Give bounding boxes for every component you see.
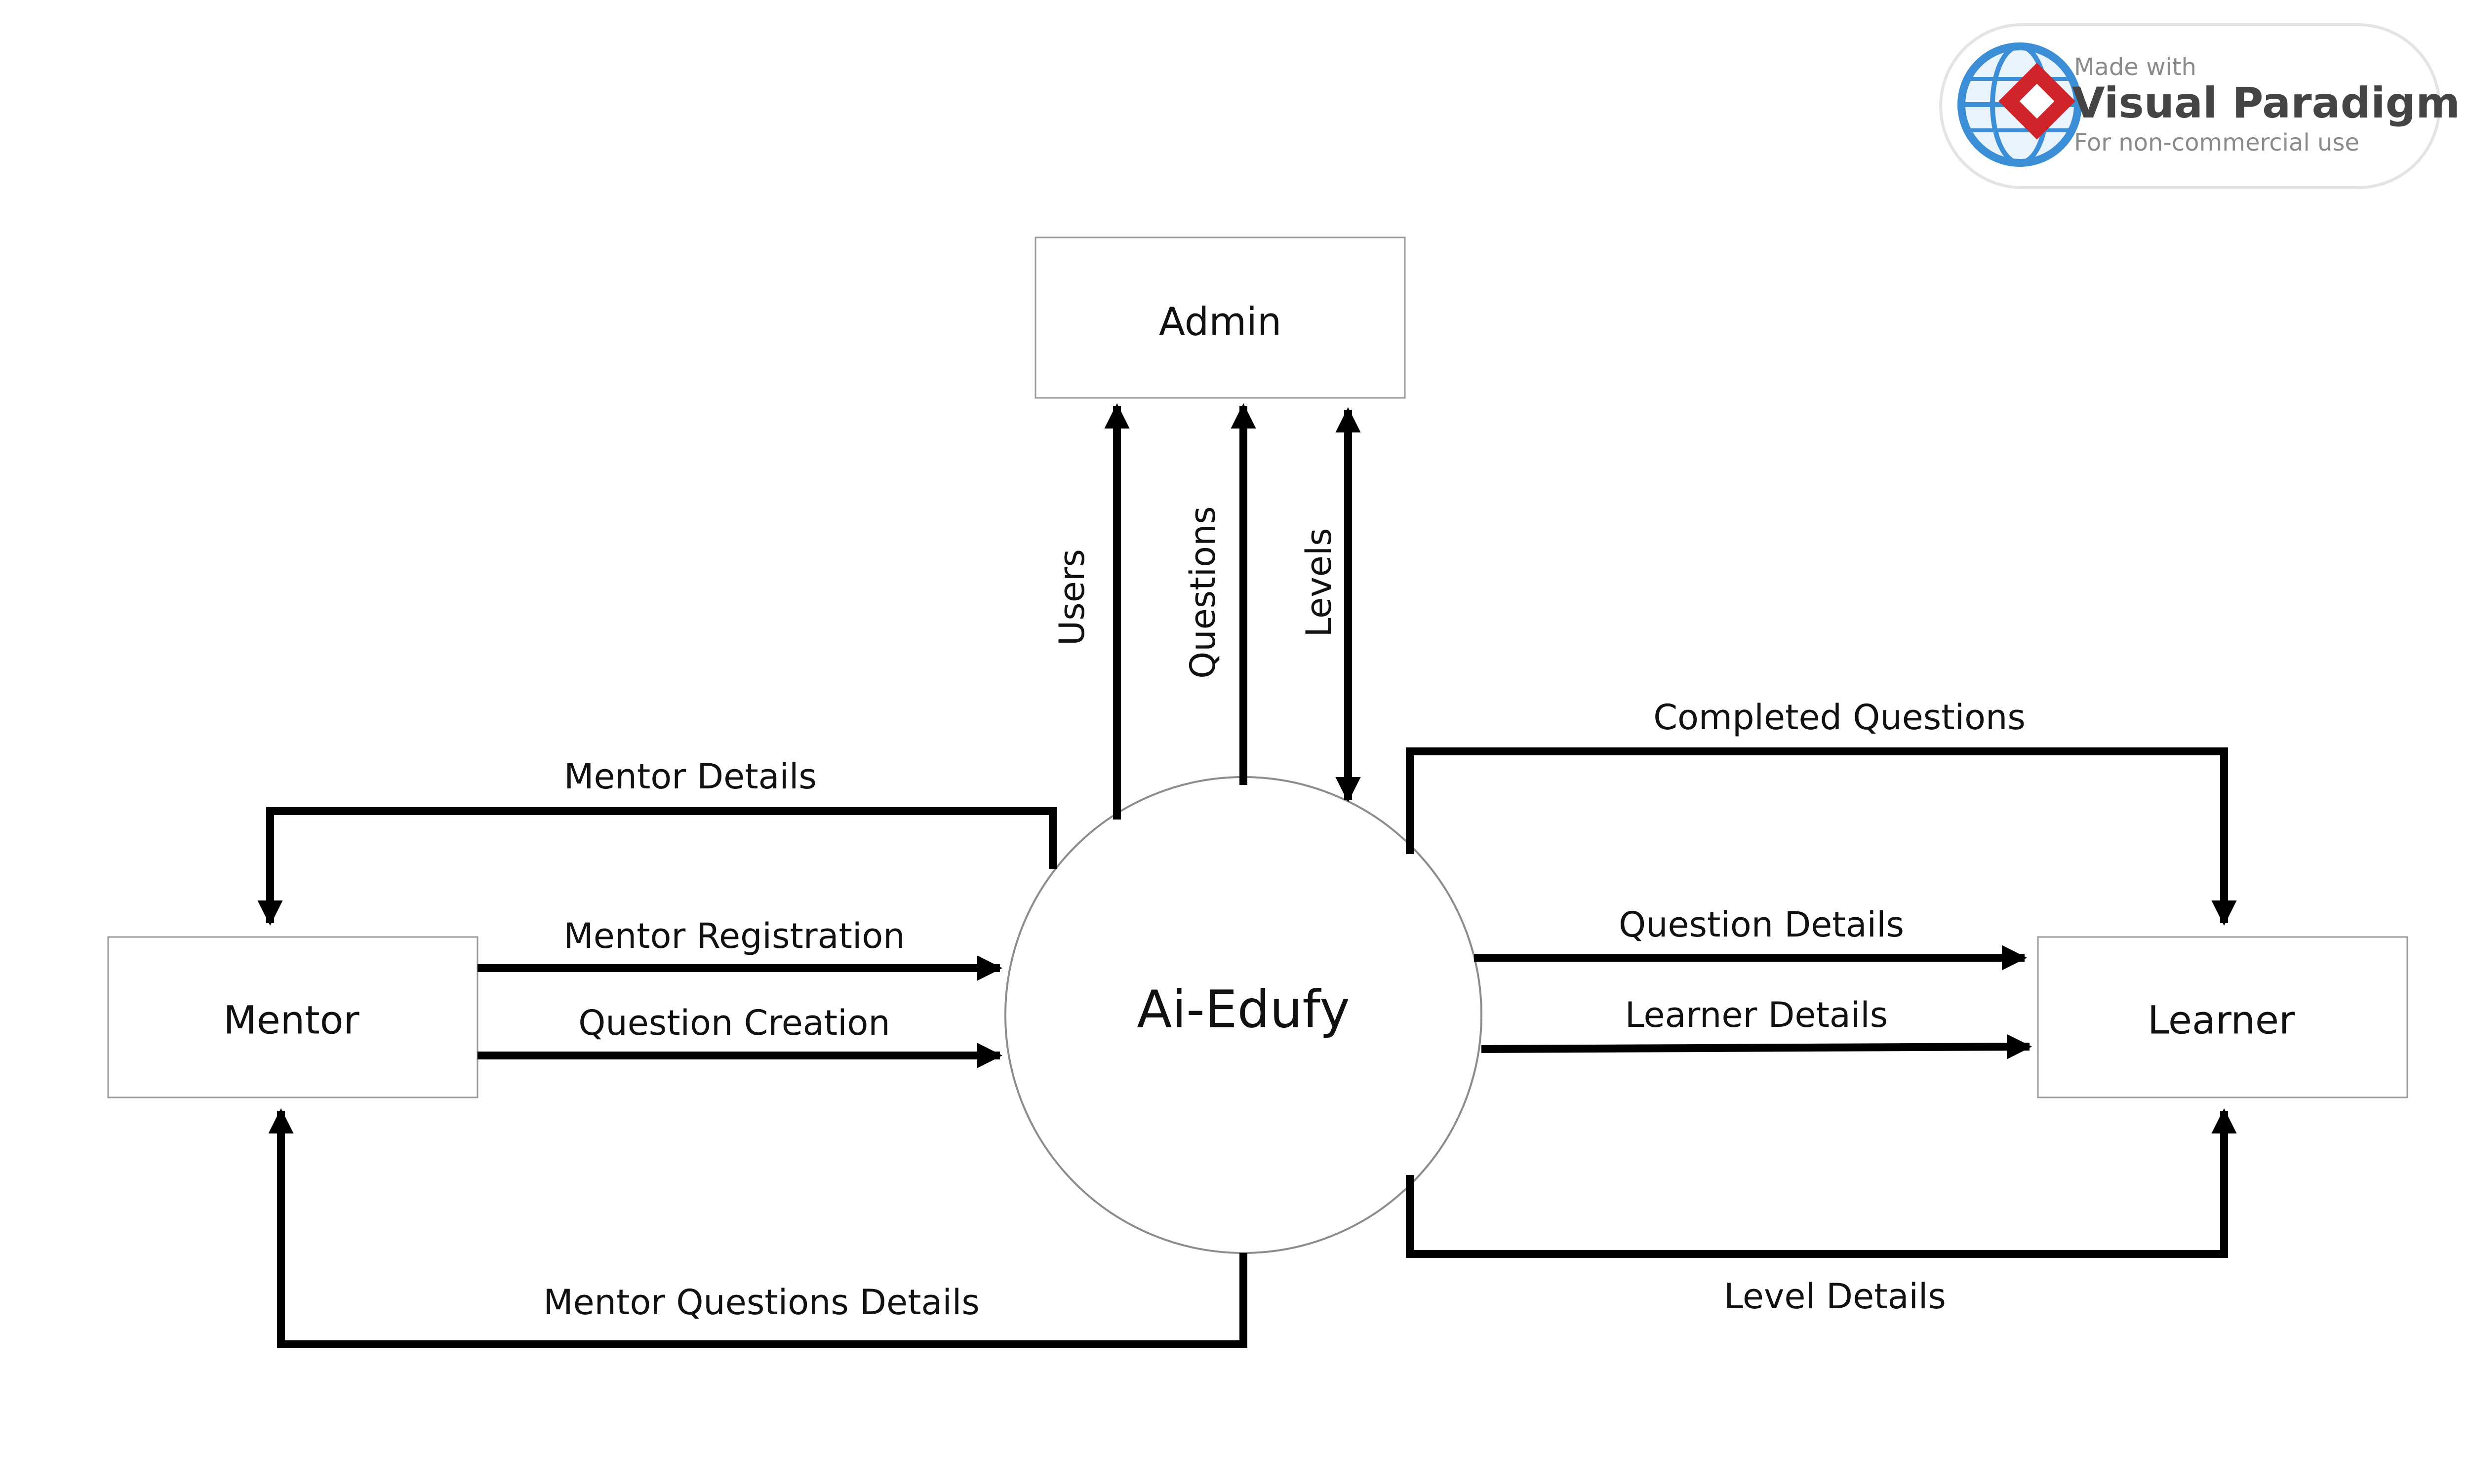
entity-learner: Learner [2037,936,2408,1098]
watermark-note: For non-commercial use [2074,129,2359,156]
entity-mentor: Mentor [107,936,478,1098]
visual-paradigm-logo-icon [1957,42,2082,167]
flow-mentor-questions-details-label: Mentor Questions Details [543,1282,980,1323]
entity-mentor-label: Mentor [223,998,359,1043]
flow-users-label: Users [1052,549,1092,646]
entity-learner-label: Learner [2148,998,2295,1043]
watermark: Made with Visual Paradigm For non-commer… [1939,23,2460,189]
flow-question-creation-label: Question Creation [578,1003,890,1043]
flow-mentor-registration-label: Mentor Registration [563,916,905,956]
flow-completed-questions-line [1406,747,2237,926]
flow-questions-label: Questions [1183,506,1223,679]
flow-question-creation: Question Creation [478,1003,1003,1068]
flow-level-details-label: Level Details [1724,1276,1946,1317]
flow-question-details: Question Details [1474,904,2028,971]
flow-completed-questions: Completed Questions [1406,697,2237,926]
entity-learner-box [2037,936,2408,1098]
flow-mentor-questions-details-line [268,1108,1247,1348]
flow-mentor-details-label: Mentor Details [564,756,817,797]
flow-mentor-details-line [257,807,1057,926]
flow-mentor-questions-details: Mentor Questions Details [268,1108,1247,1348]
flow-mentor-registration: Mentor Registration [478,916,1003,981]
entity-admin: Admin [1035,236,1406,399]
flow-question-details-label: Question Details [1619,904,1904,945]
flow-levels: Levels [1299,407,1361,803]
flow-learner-details-line [1481,1034,2032,1059]
watermark-brand: Visual Paradigm [2072,78,2460,128]
flow-level-details-line [1406,1108,2237,1258]
flow-levels-label: Levels [1299,528,1339,637]
flow-completed-questions-label: Completed Questions [1653,697,2026,738]
flow-users: Users [1052,403,1130,820]
entity-admin-label: Admin [1159,300,1282,344]
entity-admin-box [1035,236,1406,399]
process-ai-edufy: Ai-Edufy [1004,776,1482,1254]
entity-mentor-box [107,936,478,1098]
process-label: Ai-Edufy [1137,979,1350,1039]
flow-mentor-details: Mentor Details [257,756,1057,926]
flow-questions: Questions [1183,403,1256,785]
watermark-made-with: Made with [2074,53,2196,81]
flow-learner-details-label: Learner Details [1625,995,1888,1035]
flow-level-details: Level Details [1406,1108,2237,1317]
flow-learner-details: Learner Details [1481,995,2032,1059]
